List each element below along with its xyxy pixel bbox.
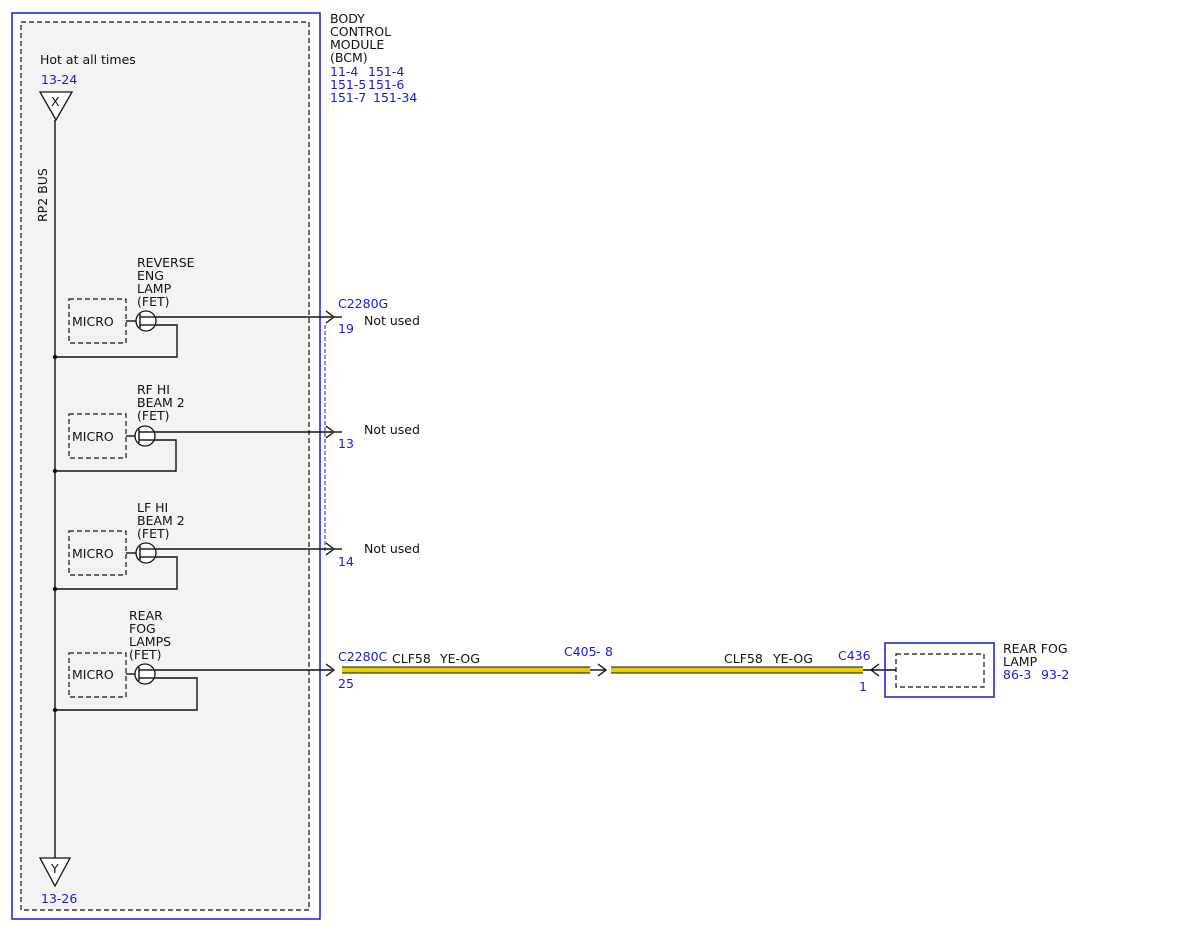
bottom-triangle-connector	[38, 857, 72, 888]
module-inner-boundary	[20, 21, 310, 911]
fet-label-line: (FET)	[129, 647, 161, 662]
micro-box	[68, 298, 127, 344]
return-wire	[55, 677, 198, 711]
inline-connector-sep: -	[596, 644, 601, 659]
not-used-label: Not used	[364, 313, 420, 328]
component-ref-link[interactable]: 93-2	[1041, 667, 1069, 682]
module-title-line: (BCM)	[330, 50, 368, 65]
fet-label-line: LF HI	[137, 500, 168, 515]
micro-box	[68, 530, 127, 576]
bus-label: RP2 BUS	[35, 168, 50, 222]
bus-junction-dot	[52, 354, 58, 360]
rear-fog-lamp-component[interactable]	[884, 642, 995, 698]
fet-label-line: FOG	[129, 621, 156, 636]
module-ref-link[interactable]: 151-6	[368, 77, 404, 92]
bus-junction-dot	[52, 707, 58, 713]
inline-connector-link[interactable]: C405	[564, 644, 597, 659]
connector-link[interactable]: C2280G	[338, 296, 388, 311]
fet-label-line: REAR	[129, 608, 163, 623]
circuit-reverse-eng-lamp: REVERSE ENG LAMP (FET) MICRO C2280G 19 N…	[52, 255, 420, 360]
top-triangle-connector	[38, 91, 74, 122]
bus-junction-dot	[52, 468, 58, 474]
pin-number: 13	[338, 436, 354, 451]
wire-circuit-label: CLF58	[724, 651, 763, 666]
wire-color-label: YE-OG	[772, 651, 813, 666]
module-title-line: CONTROL	[330, 24, 391, 39]
inline-pin: 8	[605, 644, 613, 659]
bottom-ref-link[interactable]: 13-26	[41, 891, 77, 906]
module-title-line: MODULE	[330, 37, 384, 52]
end-arrow-icon	[869, 663, 880, 677]
micro-label: MICRO	[72, 546, 114, 561]
micro-box	[68, 413, 127, 459]
module-outline[interactable]	[11, 12, 321, 920]
inline-arrow-icon	[597, 663, 608, 677]
module-ref-link[interactable]: 11-4	[330, 64, 358, 79]
fet-label-line: LAMP	[137, 281, 172, 296]
end-connector-link[interactable]: C436	[838, 648, 871, 663]
pin-arrow-icon	[325, 663, 336, 677]
circuit-rf-hi-beam-2: RF HI BEAM 2 (FET) MICRO 13 Not used	[52, 382, 420, 474]
not-used-label: Not used	[364, 541, 420, 556]
lamp-inner-box	[895, 653, 985, 688]
micro-label: MICRO	[72, 667, 114, 682]
not-used-label: Not used	[364, 422, 420, 437]
fet-transistor-icon	[134, 663, 156, 685]
fet-label-line: (FET)	[137, 408, 169, 423]
return-wire	[55, 439, 177, 472]
fet-label-line: BEAM 2	[137, 513, 185, 528]
fet-transistor-icon	[134, 425, 156, 447]
top-symbol-letter: X	[51, 94, 60, 109]
circuit-lf-hi-beam-2: LF HI BEAM 2 (FET) MICRO 14 Not used	[52, 500, 420, 592]
component-name-line: REAR FOG	[1003, 641, 1068, 656]
circuit-rear-fog-lamps: REAR FOG LAMPS (FET) MICRO C2280C 25	[52, 608, 388, 713]
fet-label-line: LAMPS	[129, 634, 171, 649]
top-ref-link[interactable]: 13-24	[41, 72, 77, 87]
micro-box	[68, 652, 127, 698]
module-title: BODY CONTROL MODULE (BCM)	[330, 11, 391, 65]
module-ref-link[interactable]: 151-4	[368, 64, 404, 79]
return-wire	[55, 556, 178, 590]
module-ref-link[interactable]: 151-7	[330, 90, 366, 105]
bottom-symbol-letter: Y	[50, 861, 59, 876]
pin-number: 14	[338, 554, 354, 569]
fet-label-line: REVERSE	[137, 255, 195, 270]
bus-junction-dot	[52, 586, 58, 592]
module-ref-link[interactable]: 151-34	[373, 90, 417, 105]
micro-label: MICRO	[72, 314, 114, 329]
pin-number: 19	[338, 321, 354, 336]
fet-label-line: BEAM 2	[137, 395, 185, 410]
micro-label: MICRO	[72, 429, 114, 444]
fet-label-line: ENG	[137, 268, 164, 283]
component-name-line: LAMP	[1003, 654, 1038, 669]
connector-link[interactable]: C2280C	[338, 649, 388, 664]
wire-circuit-label: CLF58	[392, 651, 431, 666]
end-pin: 1	[859, 679, 867, 694]
wire-color-label: YE-OG	[439, 651, 480, 666]
module-title-line: BODY	[330, 11, 365, 26]
return-wire	[55, 324, 178, 358]
pin-number: 25	[338, 676, 354, 691]
fet-transistor-icon	[135, 310, 157, 332]
module-refs: 11-4 151-4 151-5 151-6 151-7 151-34	[330, 64, 417, 105]
module-ref-link[interactable]: 151-5	[330, 77, 366, 92]
fet-label-line: RF HI	[137, 382, 170, 397]
fet-transistor-icon	[135, 542, 157, 564]
wire-clf58[interactable]	[342, 663, 896, 677]
component-ref-link[interactable]: 86-3	[1003, 667, 1031, 682]
fet-label-line: (FET)	[137, 294, 169, 309]
fet-label-line: (FET)	[137, 526, 169, 541]
hot-at-all-times-label: Hot at all times	[40, 52, 136, 67]
